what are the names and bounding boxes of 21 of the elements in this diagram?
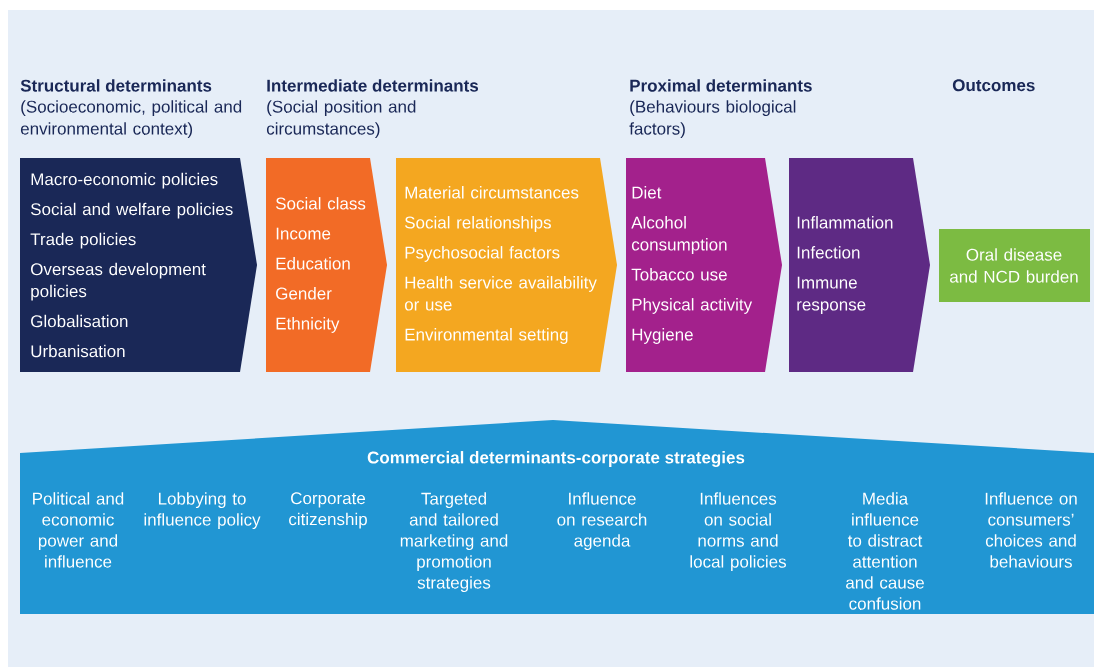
strategy-text: Corporate citizenship [289,492,367,529]
strategy-text: Lobbying to influence policy [144,492,261,530]
column-heading: Proximal determinants [630,79,812,92]
strategy-text: Influence on research agenda [557,492,647,551]
chevron-panel: Inflammation Infection Immune response [789,158,930,372]
chevron-panel: Macro-economic policies Social and welfare policies Trade policies Overseas development policies Globalisation Urbanisation [20,158,257,372]
strategy-text: Targeted and tailored marketing and promotion strategies [400,492,508,593]
strategy-text: Media influence to distract attention and cause confusion [846,492,924,610]
outcome-box: Oral disease and NCD burden [939,229,1090,302]
chevron-panel: Diet Alcohol consumption Tobacco use Physical activity Hygiene [626,158,782,372]
column-heading: Outcomes [952,79,1035,92]
strategy-text: Influence on consumers’ choices and behaviours [985,492,1077,568]
column-subheading: (Socioeconomic, political and environmental context) [20,100,242,139]
column-heading: Intermediate determinants [267,79,479,92]
strategy-text: Influences on social norms and local policies [690,492,787,572]
strategy-text: Political and economic power and influence [33,492,124,568]
chevron-panel: Material circumstances Social relationships Psychosocial factors Health service availability or use Environmental setting [396,158,617,372]
column-subheading: (Behaviours biological factors) [629,100,796,139]
column-subheading: (Social position and circumstances) [266,100,416,139]
column-heading: Structural determinants [20,79,212,92]
chevron-panel: Social class Income Education Gender Ethnicity [266,158,387,372]
